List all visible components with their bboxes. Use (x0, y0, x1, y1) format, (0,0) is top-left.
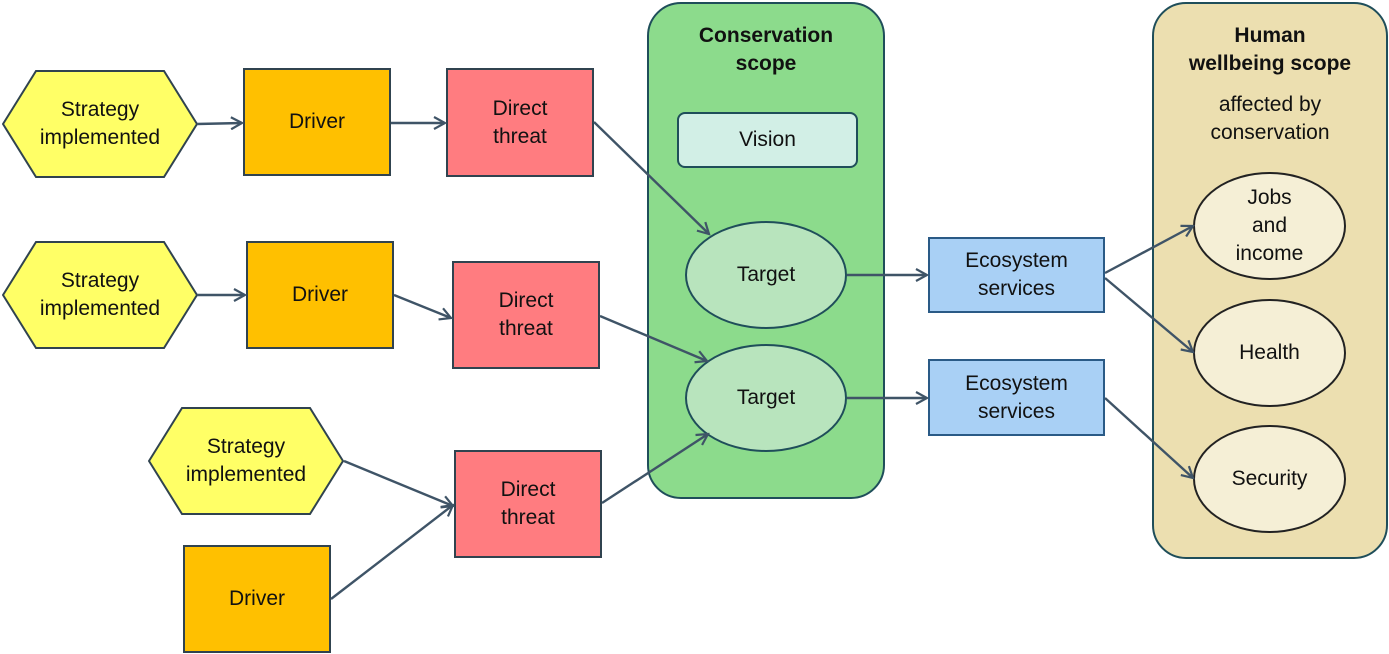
ecosystem-services-box-2: Ecosystem services (928, 359, 1105, 436)
direct-threat-box-3: Direct threat (454, 450, 602, 558)
arrow-eco1-jobs (1104, 226, 1193, 275)
strategy-label-2: Strategy implemented (39, 269, 161, 320)
strategy-hexagon-1 (2, 70, 198, 178)
arrow-threat3-target2 (601, 434, 708, 505)
driver-box-1: Driver (243, 68, 391, 176)
arrow-eco2-security (1104, 397, 1193, 478)
strategy-label-3: Strategy implemented (185, 435, 307, 486)
target-ellipse-2: Target (685, 344, 847, 452)
arrow-driver2-threat2 (393, 293, 451, 318)
human-wellbeing-scope-title: Human wellbeing scope (1188, 24, 1352, 75)
arrow-strategy1-driver1 (196, 123, 242, 124)
driver-box-3: Driver (183, 545, 331, 653)
vision-box: Vision (677, 112, 858, 168)
direct-threat-box-2: Direct threat (452, 261, 600, 369)
arrow-eco1-health (1104, 277, 1193, 352)
strategy-hexagon-3 (148, 407, 344, 515)
ecosystem-services-box-1: Ecosystem services (928, 237, 1105, 313)
strategy-hexagon-2 (2, 241, 198, 349)
conservation-scope-title: Conservation scope (698, 24, 834, 75)
arrow-threat1-target1 (593, 121, 709, 234)
jobs-and-income-ellipse: Jobs and income (1193, 172, 1346, 280)
arrow-threat2-target1 (599, 314, 707, 361)
driver-box-2: Driver (246, 241, 394, 349)
target-ellipse-1: Target (685, 221, 847, 329)
human-wellbeing-scope-subtitle: affected by conservation (1210, 93, 1330, 144)
arrow-driver3-threat3 (330, 505, 453, 600)
health-ellipse: Health (1193, 299, 1346, 407)
arrow-strategy3-threat3 (343, 459, 453, 506)
direct-threat-box-1: Direct threat (446, 68, 594, 177)
strategy-label-1: Strategy implemented (39, 98, 161, 149)
